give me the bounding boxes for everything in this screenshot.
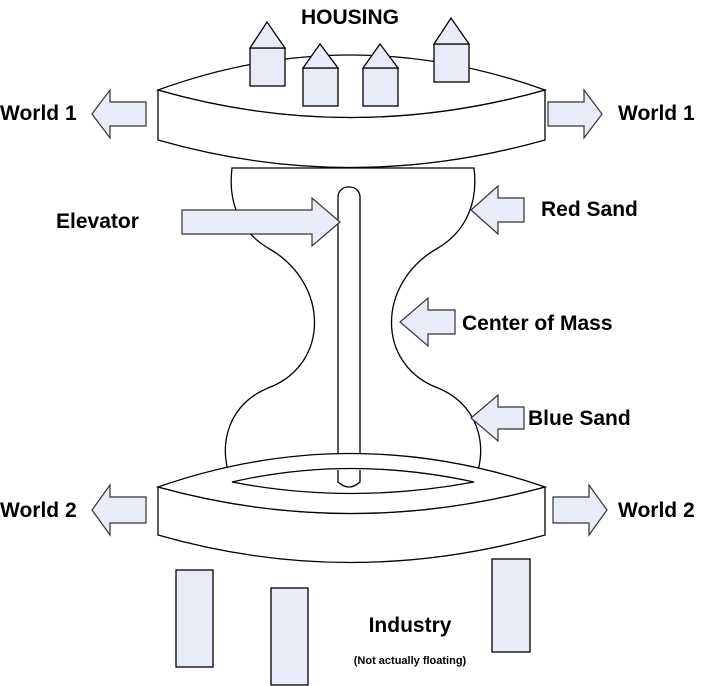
center-of-mass-label: Center of Mass	[462, 312, 613, 335]
blue-sand-arrow	[470, 393, 525, 443]
industry-block-1	[175, 569, 214, 668]
world2-platform	[155, 452, 548, 564]
elevator-shaft	[337, 186, 361, 486]
house-1	[248, 20, 287, 87]
arrows	[91, 88, 608, 537]
industry-blocks	[175, 558, 531, 686]
world2-right-arrow	[552, 483, 608, 537]
world1-right-arrow	[547, 88, 603, 140]
world2-right-label: World 2	[618, 499, 695, 522]
center-of-mass-arrow	[399, 296, 456, 348]
world1-left-label: World 1	[0, 102, 77, 125]
blue-sand-label: Blue Sand	[528, 407, 631, 430]
world2-left-label: World 2	[0, 499, 77, 522]
house-2	[301, 42, 340, 107]
elevator-label: Elevator	[56, 210, 139, 233]
industry-block-2	[270, 587, 309, 686]
house-4	[432, 16, 471, 83]
housing-blocks	[248, 16, 471, 107]
elevator-shaft-base	[337, 470, 361, 488]
industry-note-label: (Not actually floating)	[354, 655, 467, 667]
red-sand-arrow	[470, 184, 525, 236]
industry-label: Industry	[369, 614, 452, 637]
world1-right-label: World 1	[618, 102, 695, 125]
red-sand-label: Red Sand	[541, 198, 638, 221]
housing-label: HOUSING	[301, 6, 399, 29]
elevator-arrow	[181, 196, 341, 248]
world1-platform	[155, 54, 548, 169]
world2-left-arrow	[91, 483, 147, 537]
world1-left-arrow	[91, 88, 147, 140]
industry-block-3	[491, 558, 531, 653]
house-3	[361, 42, 400, 107]
